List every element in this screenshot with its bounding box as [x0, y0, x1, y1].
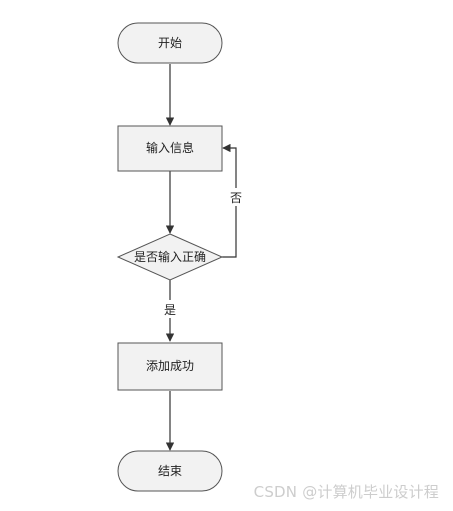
start-node-label: 开始: [158, 36, 182, 50]
end-node-label: 结束: [158, 464, 182, 478]
yes-label-bg: [162, 300, 178, 318]
decision-node: 是否输入正确: [116, 233, 224, 281]
no-label-bg: [229, 188, 243, 206]
start-node: 开始: [117, 22, 223, 64]
yes-label: 是: [164, 303, 176, 317]
success-node-label: 添加成功: [146, 359, 194, 373]
decision-node-label: 是否输入正确: [134, 249, 206, 264]
input-node-label: 输入信息: [146, 140, 194, 155]
input-node: 输入信息: [117, 125, 223, 172]
no-label: 否: [230, 191, 242, 205]
watermark-text: CSDN @计算机毕业设计程: [253, 483, 439, 501]
success-node: 添加成功: [117, 342, 223, 391]
end-node: 结束: [117, 450, 223, 492]
